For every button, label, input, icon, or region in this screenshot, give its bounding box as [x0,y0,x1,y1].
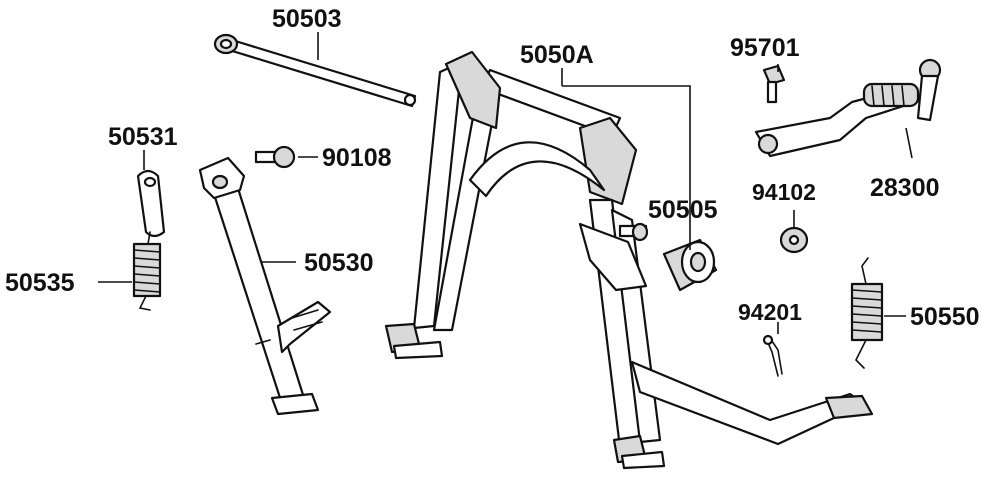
label-50503: 50503 [272,5,342,33]
label-50535: 50535 [5,269,75,297]
kick-lever-28300 [754,58,942,158]
label-50550: 50550 [910,303,980,331]
label-94201: 94201 [738,299,802,325]
part-labels: 50503 5050A 95701 50531 90108 28300 9410… [5,5,980,331]
spring-50535 [132,231,162,311]
label-5050A: 5050A [520,41,594,69]
washer-94102 [779,226,809,254]
shaft-50503 [213,33,417,108]
label-95701: 95701 [730,34,800,62]
bolt-90108 [254,145,296,169]
label-28300: 28300 [870,174,940,202]
bumper-50505 [662,238,718,292]
main-stand-5050A [384,50,874,470]
link-plate-50531 [136,169,166,238]
label-90108: 90108 [322,144,392,172]
side-stand-50530 [198,156,332,416]
label-50530: 50530 [304,249,374,277]
cotter-pin-94201 [762,334,783,377]
spring-50550 [850,257,884,369]
label-50505: 50505 [648,196,718,224]
bolt-95701 [762,64,786,104]
leader-lines [98,32,913,334]
label-94102: 94102 [752,179,816,205]
label-50531: 50531 [108,123,178,151]
